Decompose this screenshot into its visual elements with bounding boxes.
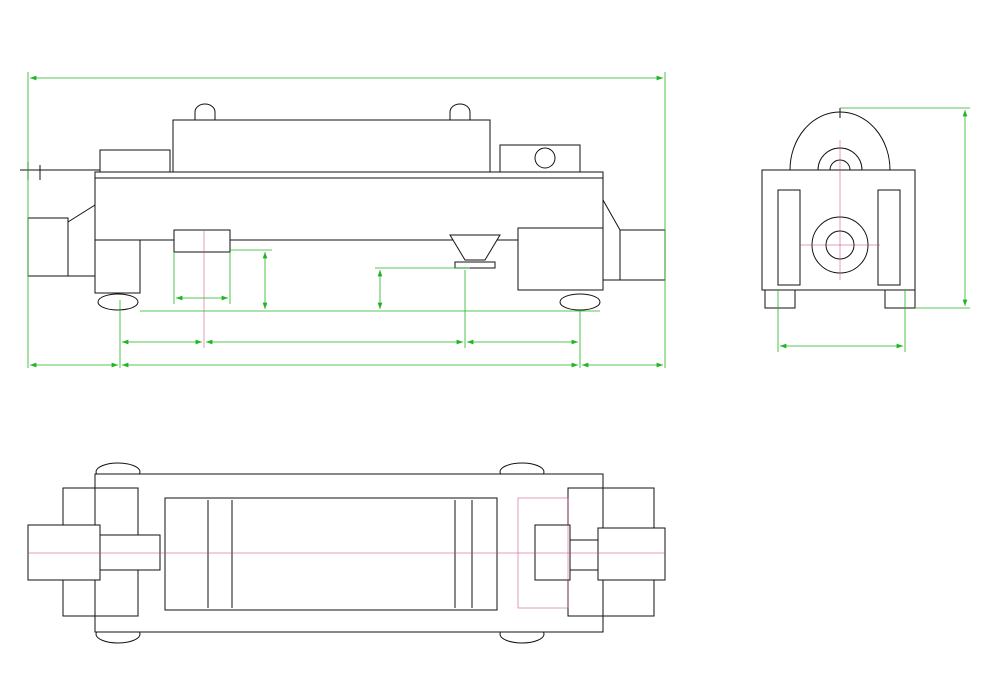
top-view [27,462,666,644]
front-view [20,103,666,348]
right-foot [559,293,601,311]
left-foot [97,293,139,311]
side-view [761,108,916,309]
bowl [164,497,498,611]
feed-pipe [20,162,100,180]
side-dimensions [777,107,970,352]
right-leg [517,227,604,291]
lifting-lugs [194,103,471,120]
left-motor [27,217,69,277]
left-leg [94,239,141,294]
front-dimensions [27,72,666,368]
top-left-motor [27,524,101,581]
top-right-motor [597,527,666,581]
liquid-outlet [449,234,501,269]
right-motor [619,229,666,281]
upper-housing [172,119,491,173]
solids-discharge [173,229,231,253]
